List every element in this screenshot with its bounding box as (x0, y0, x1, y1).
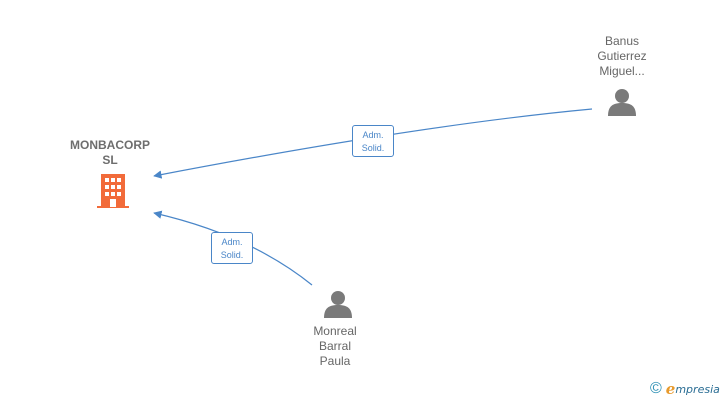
person-name-line: Gutierrez (597, 49, 647, 63)
person-name-line: Miguel... (599, 64, 645, 78)
person-name-line: Barral (318, 339, 351, 353)
person-name-banus[interactable]: Banus Gutierrez Miguel... (572, 34, 672, 79)
role-badge-monreal[interactable]: Adm. Solid. (211, 232, 253, 264)
role-line: Adm. (221, 237, 243, 247)
person-name-monreal[interactable]: Monreal Barral Paula (285, 324, 385, 369)
company-name[interactable]: MONBACORP SL (55, 138, 165, 168)
edge-banus-to-company (153, 108, 593, 179)
person-name-line: Banus (604, 34, 640, 48)
brand-logo: © e mpresia (650, 380, 720, 398)
person-name-line: Monreal (313, 324, 357, 338)
brand-text: mpresia (675, 382, 720, 396)
role-badge-banus[interactable]: Adm. Solid. (352, 125, 394, 157)
person-name-line: Paula (319, 354, 351, 368)
role-line: Solid. (361, 143, 385, 153)
building-icon[interactable] (97, 174, 129, 208)
company-name-line: MONBACORP (70, 138, 150, 152)
role-line: Solid. (220, 250, 244, 260)
brand-initial: e (665, 380, 676, 398)
role-line: Adm. (362, 130, 384, 140)
copyright-icon: © (650, 380, 662, 397)
person-icon[interactable] (608, 89, 636, 116)
person-icon[interactable] (324, 291, 352, 318)
company-name-line: SL (102, 153, 118, 167)
